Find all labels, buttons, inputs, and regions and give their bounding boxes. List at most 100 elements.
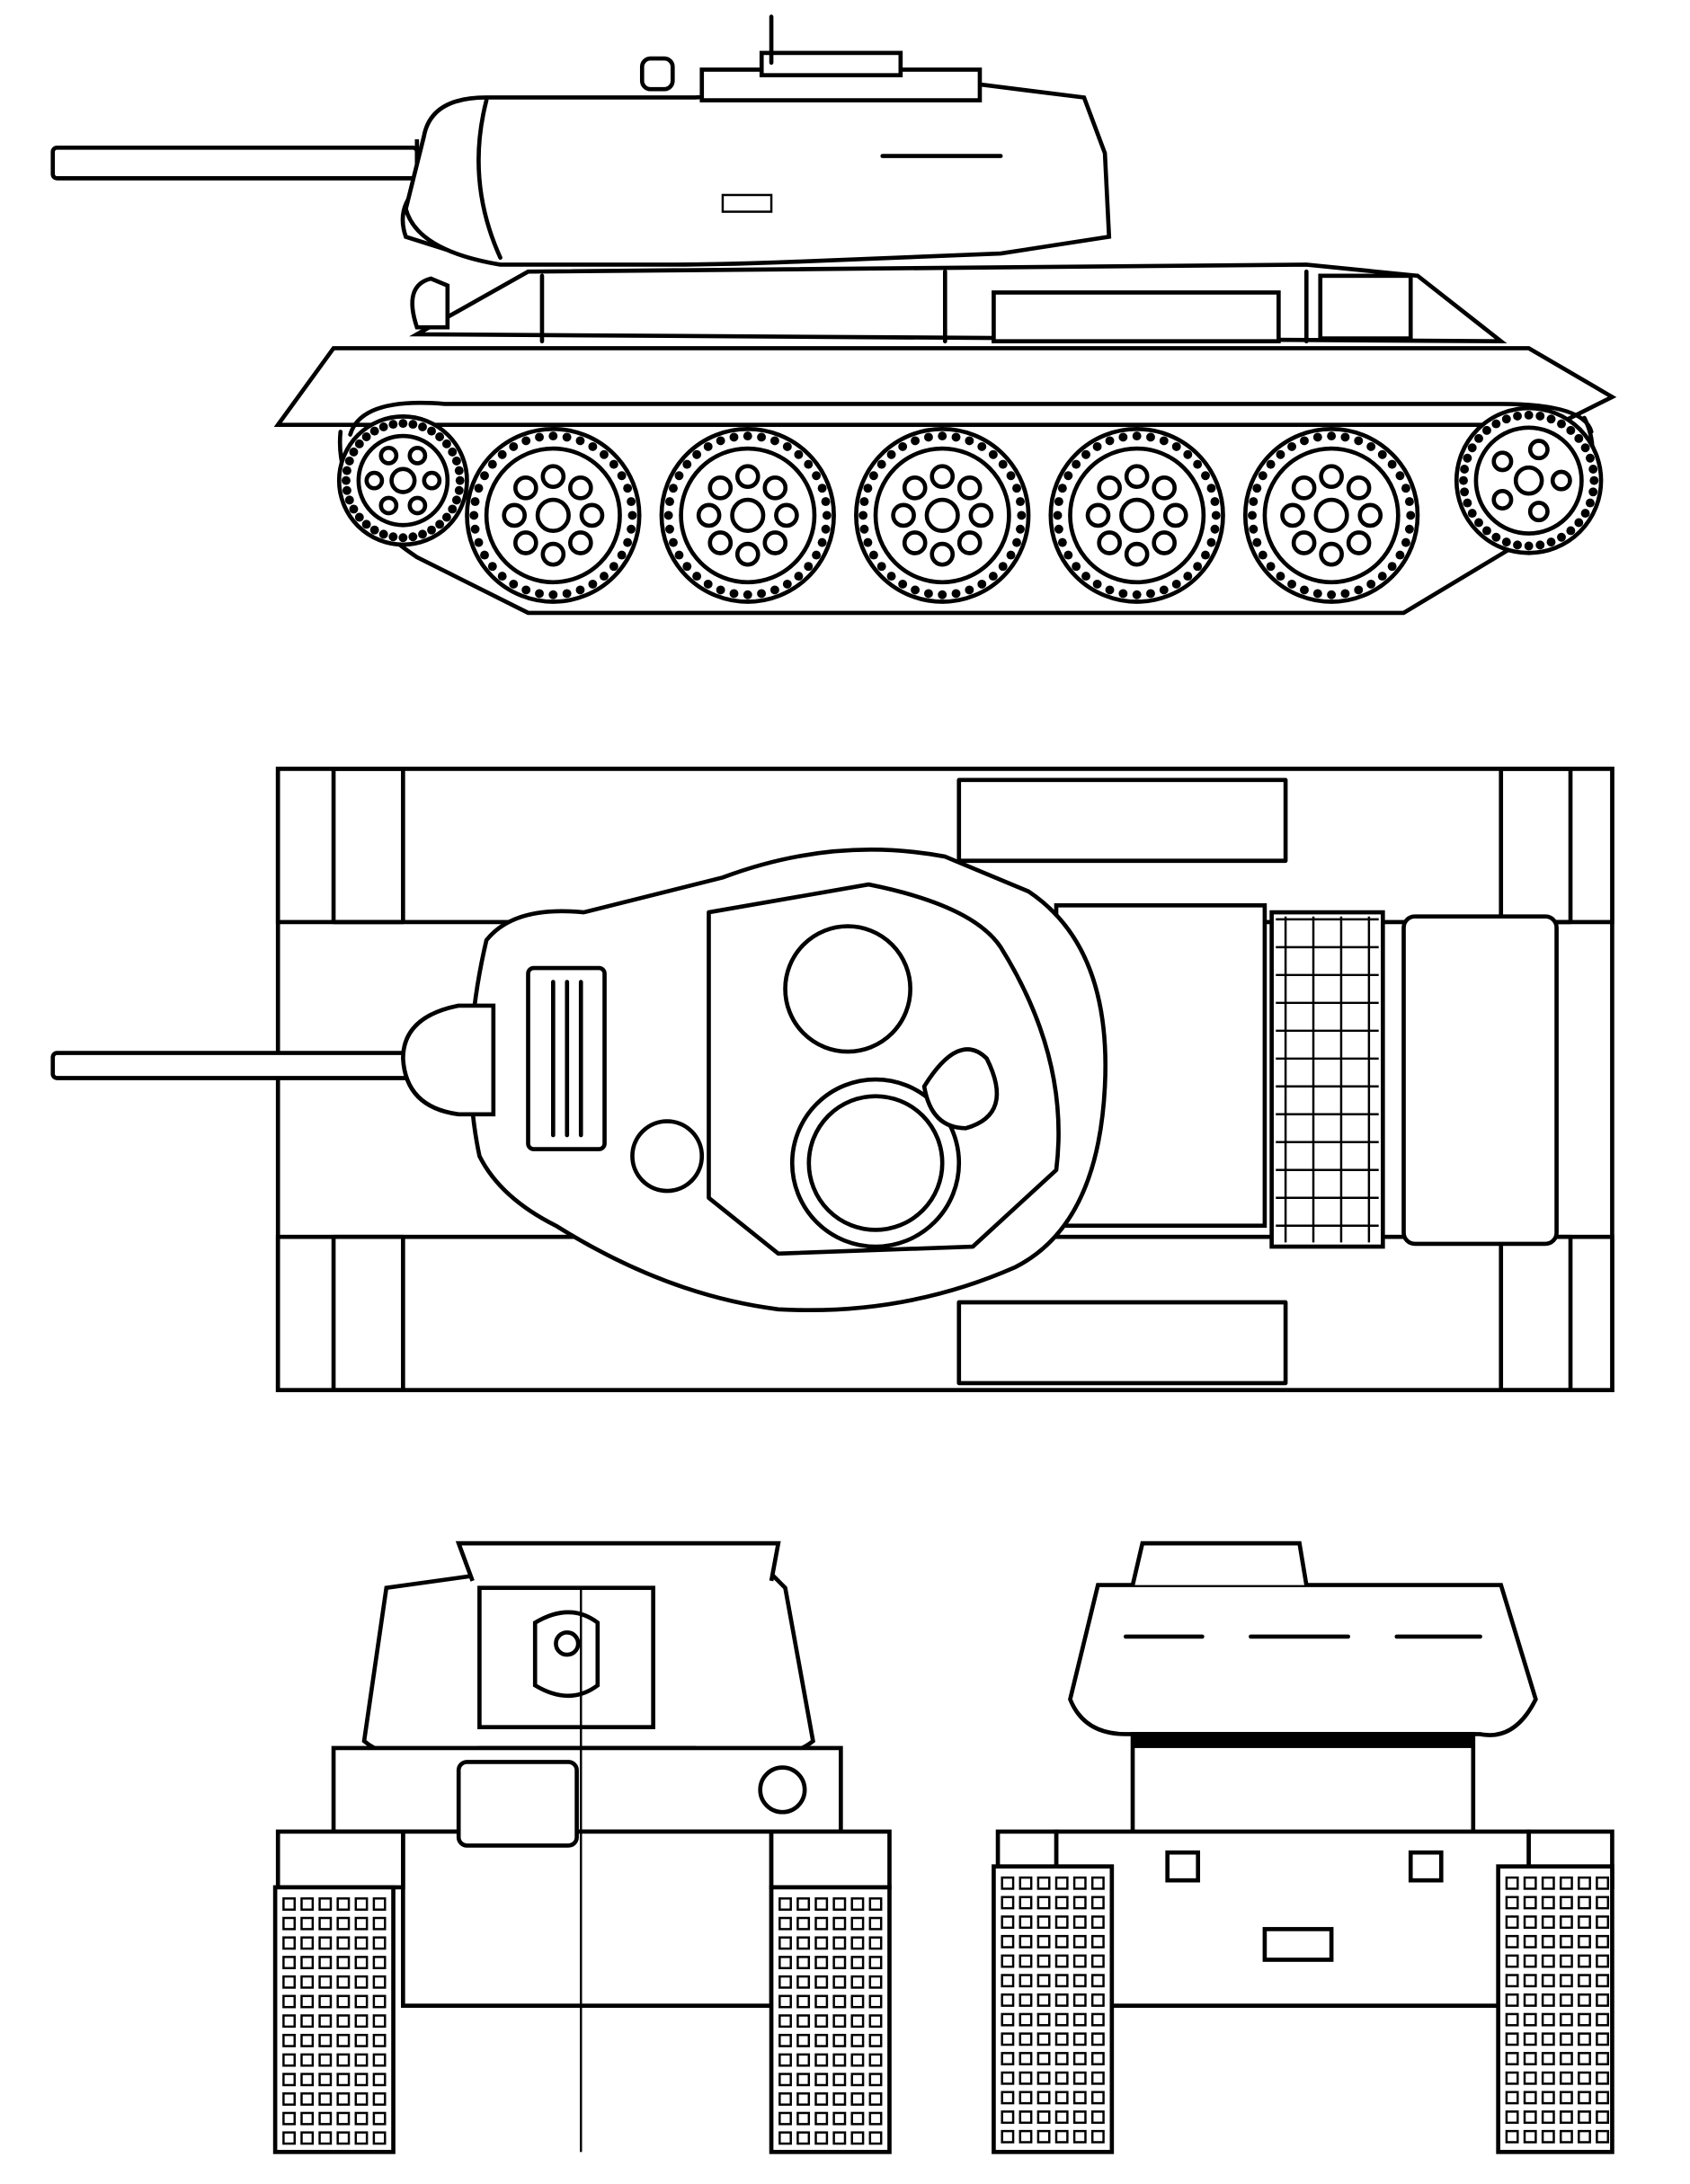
track-link [1036,1954,1051,1968]
track-link [300,1956,315,1970]
track-link [1090,1934,1105,1949]
track-link [1596,1954,1610,1968]
track-link [354,2033,369,2047]
track-link [1036,2071,1051,2085]
rear-track-left [992,1864,1115,2154]
track-link [1578,2091,1591,2105]
track-link [336,2033,351,2047]
track-link [1090,2110,1105,2125]
track-link [1559,1974,1573,1988]
track-link [814,2033,829,2047]
track-link [1090,2032,1105,2046]
track-link [1559,1934,1573,1949]
track-link [336,1956,351,1970]
track-link [1559,1876,1573,1890]
track-link [1054,2091,1069,2105]
track-link [796,2053,811,2067]
track-link [336,2111,351,2126]
track-link [1596,2129,1610,2144]
track-link [1559,2071,1573,2085]
track-link [1018,2110,1033,2125]
track-link [1090,1895,1105,1910]
track-link [1072,2110,1087,2125]
track-link [1505,1915,1519,1930]
track-link [1541,2091,1555,2105]
track-link [1559,2129,1573,2144]
track-link [1505,1954,1519,1968]
track-link [1090,1954,1105,1968]
track-link [372,1936,387,1950]
track-link [1054,1934,1069,1949]
track-link [318,2053,333,2067]
track-link [1559,1954,1573,1968]
track-link [1001,2012,1015,2027]
turret-side [404,81,1112,267]
track-link [1578,1876,1591,1890]
track-link [1523,2052,1537,2065]
track-link [1072,2129,1087,2144]
track-link [1001,1934,1015,1949]
track-link [814,2073,829,2087]
track-link [372,1975,387,1989]
track-link [1559,2052,1573,2065]
track-link [796,1956,811,1970]
track-link [336,1994,351,2009]
road-wheel [659,426,836,604]
track-link [1523,2110,1537,2125]
track-link [778,1897,792,1911]
track-link [1054,1915,1069,1930]
track-link [1578,2032,1591,2046]
track-link [1523,2071,1537,2085]
track-link [1523,1934,1537,1949]
track-link [832,1897,847,1911]
track-link [300,1975,315,1989]
track-link [1559,2012,1573,2027]
track-link [336,1897,351,1911]
track-link [1596,2071,1610,2085]
track-link [850,1956,865,1970]
track-link [1596,1876,1610,1890]
track-link [282,2073,296,2087]
track-link [1596,1993,1610,2007]
track-link [1001,2032,1015,2046]
track-link [1596,2012,1610,2027]
track-link [372,2033,387,2047]
track-link [1054,2071,1069,2085]
track-link [318,2033,333,2047]
track-link [354,2092,369,2106]
track-link [372,1916,387,1931]
gun-barrel [50,145,420,181]
track-link [1541,1954,1555,1968]
track-link [318,1936,333,1950]
track-link [868,1956,883,1970]
track-link [1018,1974,1033,1988]
road-wheel [465,426,642,604]
track-link [372,2092,387,2106]
track-link [1523,2091,1537,2105]
track-link [372,1956,387,1970]
track-link [1018,2032,1033,2046]
track-link [354,1936,369,1950]
track-link [796,2131,811,2145]
track-link [778,2033,792,2047]
track-link [1505,1974,1519,1988]
track-link [850,2073,865,2087]
track-link [1072,2091,1087,2105]
track-link [1523,1915,1537,1930]
engine-grille [1269,910,1385,1249]
track-link [1072,1934,1087,1949]
track-link [1541,2110,1555,2125]
track-link [1036,1993,1051,2007]
track-link [1001,1895,1015,1910]
track-link [336,1936,351,1950]
track-link [1578,2012,1591,2027]
track-link [354,1975,369,1989]
track-link [1036,2052,1051,2065]
track-link [814,2111,829,2126]
track-link [354,2131,369,2145]
track-link [1523,1974,1537,1988]
track-link [1523,1876,1537,1890]
track-link [1505,2071,1519,2085]
track-link [832,1956,847,1970]
track-link [336,1975,351,1989]
